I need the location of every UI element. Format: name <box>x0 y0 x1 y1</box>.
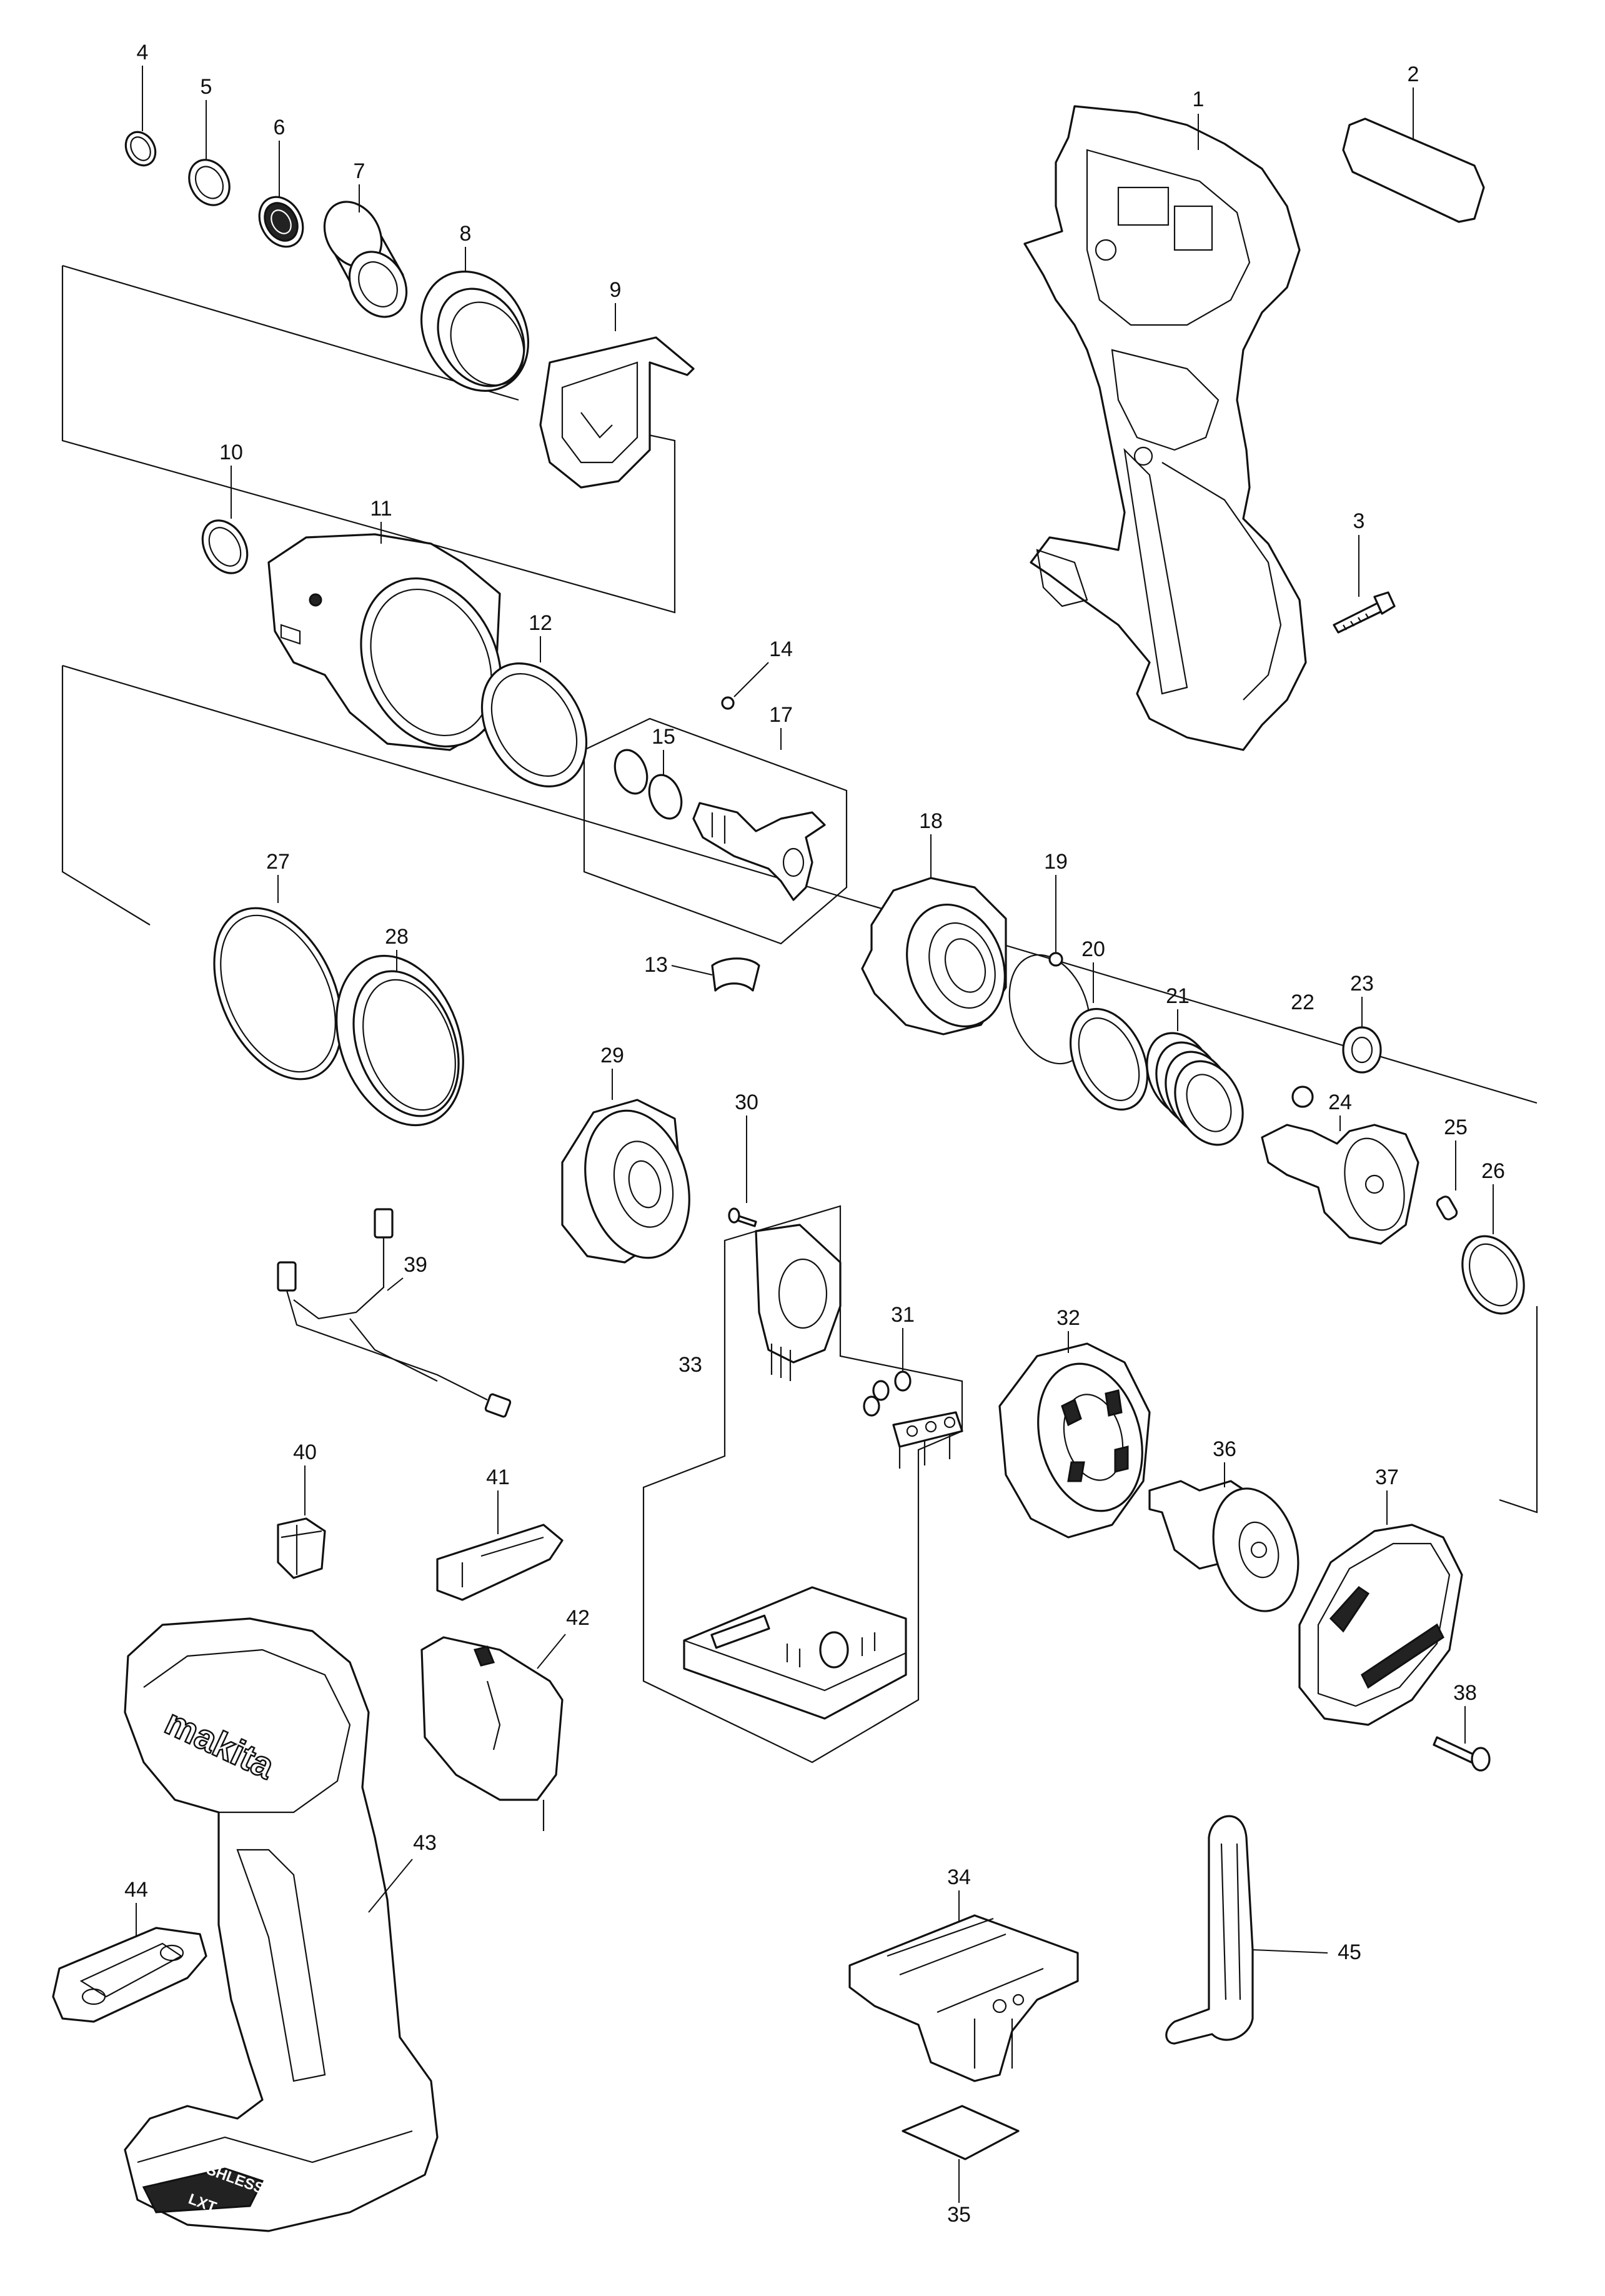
group-outline-hammer-assembly <box>61 664 1538 1514</box>
part-18-hammer <box>861 877 1007 1036</box>
callout-9: 9 <box>610 278 622 302</box>
part-43-housing-set: makita BRUSHLESS LXT <box>124 1617 439 2232</box>
callout-25: 25 <box>1444 1116 1468 1139</box>
callout-8: 8 <box>460 222 472 246</box>
part-14-steel-ball <box>721 696 735 710</box>
callout-45: 45 <box>1338 1940 1361 1964</box>
part-6-compression-spring <box>258 196 304 248</box>
callout-21: 21 <box>1166 984 1190 1008</box>
callout-3: 3 <box>1353 509 1365 533</box>
part-44-rubber-pad <box>52 1927 207 2023</box>
leader-13 <box>671 965 713 976</box>
part-7-sleeve <box>323 201 408 318</box>
callout-31: 31 <box>891 1303 915 1327</box>
callout-13: 13 <box>644 953 668 977</box>
part-21-compression-spring <box>1146 1032 1244 1146</box>
part-39-lead-wire <box>277 1208 512 1418</box>
callout-5: 5 <box>201 75 212 99</box>
callout-17: 17 <box>769 703 793 727</box>
part-23-retaining-washer <box>1342 1026 1382 1074</box>
part-27-o-ring <box>213 907 343 1081</box>
callout-43: 43 <box>413 1831 437 1855</box>
callout-39: 39 <box>404 1253 427 1277</box>
part-26-retaining-ring <box>1461 1235 1525 1315</box>
part-22-steel-ball <box>1291 1086 1314 1108</box>
callout-4: 4 <box>137 41 149 64</box>
callout-38: 38 <box>1453 1681 1477 1705</box>
callout-26: 26 <box>1481 1159 1505 1183</box>
callout-28: 28 <box>385 925 409 949</box>
part-9-bumper-cover <box>539 336 695 489</box>
callout-23: 23 <box>1350 972 1374 996</box>
part-24-spindle <box>1261 1124 1419 1245</box>
part-33-controller-and-sensor-board <box>683 1224 907 1720</box>
callout-42: 42 <box>566 1606 590 1630</box>
callout-11: 11 <box>370 497 392 521</box>
leader-42 <box>537 1634 566 1669</box>
part-25-pin <box>1436 1195 1458 1220</box>
part-3-tapping-screw <box>1333 591 1396 634</box>
callout-35: 35 <box>947 2203 971 2227</box>
callout-41: 41 <box>486 1465 510 1489</box>
callout-40: 40 <box>293 1440 317 1464</box>
callout-6: 6 <box>274 116 286 139</box>
group-outline-controller-box <box>642 1205 963 1764</box>
group-outline-anvil-box <box>583 717 848 945</box>
callout-1: 1 <box>1193 87 1205 111</box>
part-4-retaining-ring <box>124 131 157 167</box>
callout-29: 29 <box>600 1044 624 1067</box>
callout-27: 27 <box>266 850 290 874</box>
leader-14 <box>733 662 769 697</box>
part-45-strap <box>1165 1815 1254 2045</box>
part-28-gear-housing-ring <box>335 954 464 1127</box>
part-40-switch-lever <box>277 1517 326 1579</box>
part-11-hammer-case <box>267 533 502 751</box>
leader-43 <box>368 1859 413 1913</box>
part-17-anvil <box>692 802 826 901</box>
callout-18: 18 <box>919 809 943 833</box>
part-35-insulation-sheet <box>902 2105 1020 2160</box>
callout-33: 33 <box>678 1353 702 1377</box>
callout-19: 19 <box>1044 850 1068 874</box>
callout-14: 14 <box>769 637 793 661</box>
leader-39 <box>387 1277 404 1291</box>
callout-24: 24 <box>1328 1091 1352 1114</box>
part-13-leaf-spring <box>711 957 760 992</box>
part-30-pan-head-screw <box>728 1207 757 1227</box>
group-outline-front-assembly <box>61 264 676 614</box>
callout-2: 2 <box>1408 62 1419 86</box>
part-34-terminal <box>848 1914 1079 2082</box>
callout-20: 20 <box>1081 937 1105 961</box>
part-36-rotor <box>1148 1480 1299 1612</box>
callout-15: 15 <box>652 725 675 749</box>
callout-30: 30 <box>735 1091 758 1114</box>
part-29-gear-assembly <box>561 1099 690 1264</box>
part-5-ring-spring <box>188 159 231 206</box>
part-32-stator <box>998 1342 1151 1539</box>
callout-44: 44 <box>124 1878 148 1902</box>
part-12-flat-washer <box>480 662 588 787</box>
callout-32: 32 <box>1056 1306 1080 1330</box>
part-31-screws-and-terminal <box>863 1370 963 1469</box>
part-37-rear-cover <box>1298 1524 1463 1726</box>
callout-12: 12 <box>529 611 552 635</box>
part-42-switch <box>420 1636 564 1831</box>
leader-45 <box>1252 1949 1328 1954</box>
callout-37: 37 <box>1375 1465 1399 1489</box>
part-1-housing-set <box>1023 105 1307 751</box>
callout-7: 7 <box>354 159 365 183</box>
part-41-switch-button <box>436 1524 564 1601</box>
callout-36: 36 <box>1213 1437 1236 1461</box>
callout-34: 34 <box>947 1865 971 1889</box>
part-10-washer <box>201 519 249 574</box>
part-2-name-plate <box>1342 117 1485 223</box>
part-15-o-rings <box>614 749 683 820</box>
callout-10: 10 <box>219 441 243 464</box>
part-38-tapping-screw <box>1433 1736 1491 1772</box>
part-8-bumper-ring <box>420 271 530 392</box>
callout-22: 22 <box>1291 991 1314 1014</box>
part-20-flat-washer <box>1069 1007 1149 1111</box>
